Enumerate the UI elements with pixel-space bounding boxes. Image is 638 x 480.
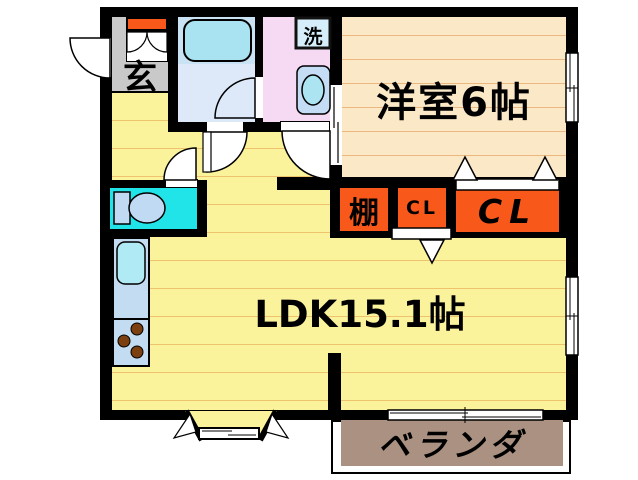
western-room-label: 洋室6帖 <box>376 80 532 126</box>
closet-large-door-bar <box>455 178 560 191</box>
shoe-cabinet-door-swing-right-icon <box>146 31 168 53</box>
washbasin-bowl <box>301 74 325 106</box>
closet-large-fold-icon-1 <box>451 155 479 181</box>
bath-door-swing-icon <box>214 77 256 119</box>
shelf-label: 棚 <box>349 195 379 231</box>
bathtub <box>183 19 252 62</box>
western-room-window <box>565 52 579 123</box>
closet-large-label: CL <box>477 191 538 231</box>
shoe-cabinet-door-swing-left-icon <box>126 31 148 53</box>
genkan-step-line <box>112 91 168 93</box>
veranda: ベランダ <box>341 420 563 466</box>
bathroom-door-swing-icon <box>206 131 248 173</box>
outer-wall-bottom <box>100 410 578 420</box>
washing-machine <box>294 16 332 50</box>
closet-large-fold-icon-2 <box>531 155 559 181</box>
ldk-label: LDK15.1帖 <box>254 293 466 336</box>
wall-stub-bottom <box>328 353 341 413</box>
shelf-block: 棚 <box>340 188 388 231</box>
washing-machine-label: 洗 <box>303 26 323 48</box>
closet-small-door-bar <box>391 227 452 240</box>
ldk-window <box>565 276 579 356</box>
toilet-door-swing-icon <box>163 147 197 181</box>
closet-small-label: CL <box>405 197 439 219</box>
entry-door-swing-icon <box>69 37 111 79</box>
stove-burner-3 <box>130 345 144 359</box>
wall-bathroom-hall <box>172 122 338 132</box>
wall-bathroom-washroom <box>255 12 263 124</box>
stove-burner-1 <box>130 322 144 336</box>
veranda-sliding-door <box>387 407 544 423</box>
closet-small-fold-icon <box>418 239 446 265</box>
closet-small-block: CL <box>398 188 446 228</box>
genkan-label: 玄 <box>123 58 157 98</box>
western-room-floor <box>336 12 572 180</box>
wall-genkan-bathroom <box>168 7 178 132</box>
bay-window <box>172 409 290 442</box>
washroom-door-swing-icon <box>281 130 331 180</box>
western-room-door-opening <box>330 85 342 165</box>
shoe-cabinet <box>126 17 168 31</box>
bathroom-door-opening <box>207 122 243 132</box>
kitchen-sink <box>116 241 146 285</box>
toilet-tank <box>113 191 131 225</box>
stove-burner-2 <box>117 334 131 348</box>
closet-large-block: CL <box>456 190 559 232</box>
bath-washroom-door-opening <box>255 77 263 118</box>
veranda-label: ベランダ <box>377 426 526 464</box>
bathroom-door-leaf <box>202 131 212 173</box>
toilet-bowl <box>128 192 166 224</box>
